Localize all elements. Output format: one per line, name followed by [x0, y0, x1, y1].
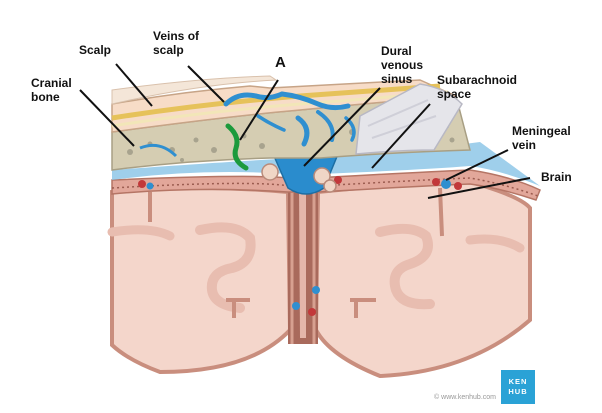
label-meningeal-vein: Meningeal vein	[512, 124, 571, 152]
scalp-layers	[111, 75, 463, 155]
leader-line-scalp	[115, 63, 153, 107]
brain-right-hemisphere	[313, 179, 532, 379]
arachnoid-granulation	[313, 167, 331, 185]
kenhub-logo: KEN HUB	[501, 370, 535, 404]
label-dural-venous-sinus: Dural venous sinus	[381, 44, 424, 86]
logo-line-1: KEN	[508, 377, 528, 386]
meningeal-artery	[138, 180, 146, 188]
label-brain: Brain	[541, 170, 572, 184]
meningeal-vein-dot	[146, 182, 154, 190]
brain-hemispheres	[107, 179, 532, 379]
arachnoid-granulation	[261, 163, 279, 181]
leader-line-veins-of-scalp	[187, 65, 225, 103]
label-marker-a: A	[275, 54, 286, 71]
leader-line-brain	[427, 177, 531, 199]
label-subarachnoid-space: Subarachnoid space	[437, 73, 518, 101]
label-scalp: Scalp	[79, 43, 112, 57]
leader-line-dural-venous-sinus	[303, 87, 381, 167]
scalp-flap	[355, 83, 463, 155]
label-cranial-bone: Cranial bone	[31, 76, 72, 104]
leader-lines	[79, 63, 531, 199]
leader-line-a	[239, 79, 279, 141]
leader-line-meningeal-vein	[445, 149, 509, 181]
falx-cerebri	[299, 184, 306, 338]
subarachnoid-vessel	[308, 308, 316, 316]
subarachnoid-vessel	[312, 286, 320, 294]
brain-sulcus	[195, 222, 256, 313]
brain-sulcus	[465, 234, 525, 253]
longitudinal-fissure	[288, 184, 320, 344]
copyright-text: © www.kenhub.com	[434, 394, 496, 401]
leader-line-cranial-bone	[79, 89, 135, 147]
meningeal-artery	[432, 178, 440, 186]
cortical-vein	[226, 298, 250, 318]
logo-line-2: HUB	[508, 387, 528, 396]
brain-sulcus	[375, 223, 435, 310]
brain-sulcus	[107, 225, 175, 241]
dura-mater	[112, 142, 540, 195]
brain-left-hemisphere	[110, 186, 293, 375]
meningeal-artery	[334, 176, 342, 184]
meningeal-artery	[454, 182, 462, 190]
subarachnoid-vessel	[292, 302, 300, 310]
label-veins-of-scalp: Veins of scalp	[153, 29, 200, 57]
meningeal-vein-dot	[441, 179, 451, 189]
leader-line-subarachnoid-space	[371, 103, 431, 169]
arachnoid-granulation	[323, 179, 337, 193]
emissary-vein	[225, 123, 249, 171]
cortical-vein	[350, 298, 376, 318]
